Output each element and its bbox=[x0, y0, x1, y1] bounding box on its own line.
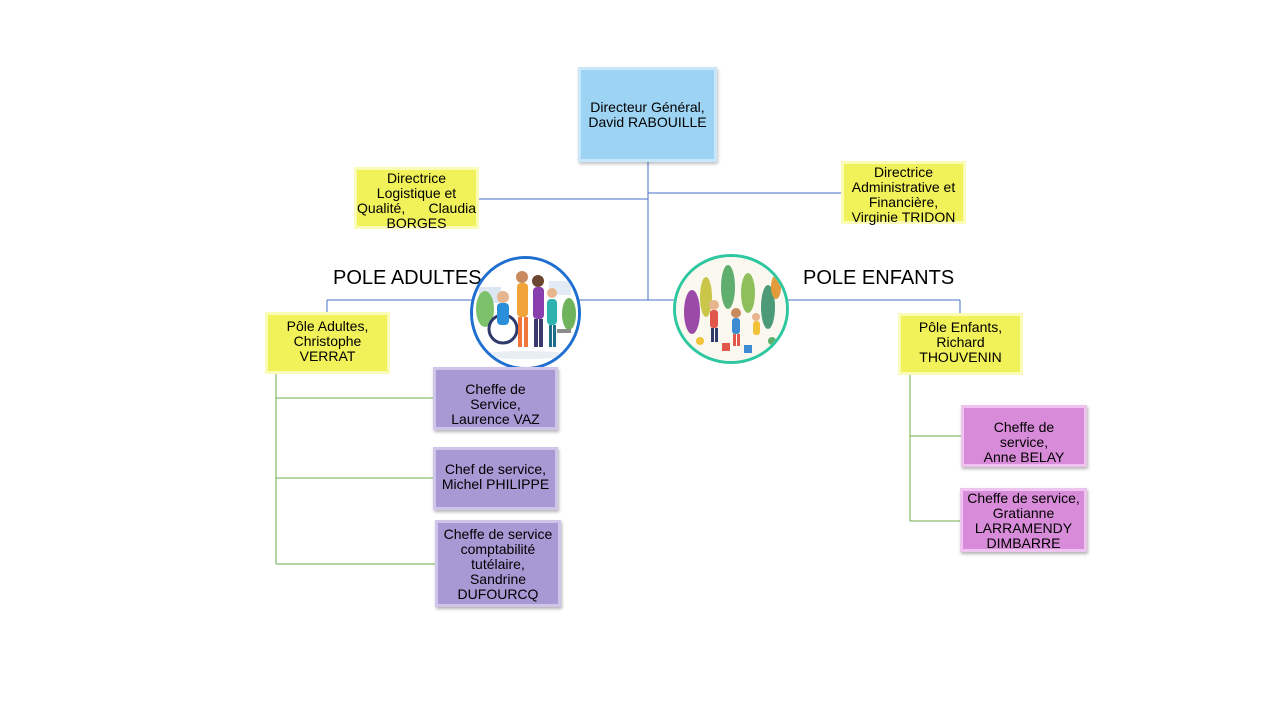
pole-enfants-box: Pôle Enfants, Richard THOUVENIN bbox=[898, 313, 1023, 375]
box-line: Anne BELAY bbox=[983, 449, 1065, 465]
box-line: Directrice bbox=[873, 164, 934, 180]
service-box-anne-belay: Cheffe de service, Anne BELAY bbox=[961, 405, 1087, 467]
service-box-laurence-vaz: Cheffe de Service, Laurence VAZ bbox=[433, 367, 558, 430]
box-line: Directrice bbox=[386, 170, 447, 186]
box-line: Cheffe de service, bbox=[967, 490, 1080, 506]
service-box-michel-philippe: Chef de service, Michel PHILIPPE bbox=[433, 447, 558, 510]
box-line: Pôle Adultes, bbox=[286, 318, 369, 334]
box-line: Laurence VAZ bbox=[451, 411, 540, 427]
box-line: LARRAMENDY bbox=[974, 520, 1073, 536]
box-line: Richard bbox=[936, 334, 985, 350]
people-group-icon bbox=[470, 256, 581, 370]
box-line: Virginie TRIDON bbox=[851, 209, 956, 225]
director-line: David RABOUILLE bbox=[588, 113, 707, 130]
box-line: Michel PHILIPPE bbox=[441, 476, 550, 492]
box-line: tutélaire, bbox=[471, 556, 525, 572]
service-box-gratianne-larramendy: Cheffe de service, Gratianne LARRAMENDY … bbox=[960, 488, 1087, 552]
box-line: Christophe bbox=[293, 333, 362, 349]
director-box: Directeur Général, David RABOUILLE bbox=[578, 67, 717, 162]
box-line: DUFOURCQ bbox=[457, 586, 539, 602]
pole-adultes-title: POLE ADULTES bbox=[333, 267, 482, 289]
children-playing-icon bbox=[673, 254, 789, 364]
box-line: BORGES bbox=[386, 215, 447, 231]
box-line: Cheffe de Service, bbox=[465, 381, 526, 412]
box-line: Chef de service, bbox=[444, 461, 547, 477]
director-line: Directeur Général, bbox=[590, 98, 705, 115]
box-line: Cheffe de service bbox=[443, 526, 553, 542]
box-line: Gratianne bbox=[992, 505, 1055, 521]
box-line: Sandrine bbox=[469, 571, 527, 587]
box-line: Pôle Enfants, bbox=[918, 319, 1003, 335]
directrice-admin-box: Directrice Administrative et Financière,… bbox=[841, 161, 966, 225]
box-line: Qualité, Claudia bbox=[356, 200, 477, 216]
pole-enfants-title: POLE ENFANTS bbox=[803, 267, 955, 289]
pole-adultes-box: Pôle Adultes, Christophe VERRAT bbox=[265, 312, 390, 374]
directrice-logistique-box: Directrice Logistique et Qualité, Claudi… bbox=[354, 167, 479, 231]
box-line: THOUVENIN bbox=[919, 349, 1002, 365]
box-line: Financière, bbox=[868, 194, 939, 210]
box-line: VERRAT bbox=[299, 348, 356, 364]
box-line: Cheffe de service, bbox=[993, 419, 1055, 450]
box-line: comptabilité bbox=[460, 541, 536, 557]
service-box-sandrine-dufourcq: Cheffe de service comptabilité tutélaire… bbox=[435, 520, 561, 607]
box-line: DIMBARRE bbox=[986, 535, 1061, 551]
box-line: Administrative et bbox=[851, 179, 956, 195]
box-line: Logistique et bbox=[376, 185, 457, 201]
